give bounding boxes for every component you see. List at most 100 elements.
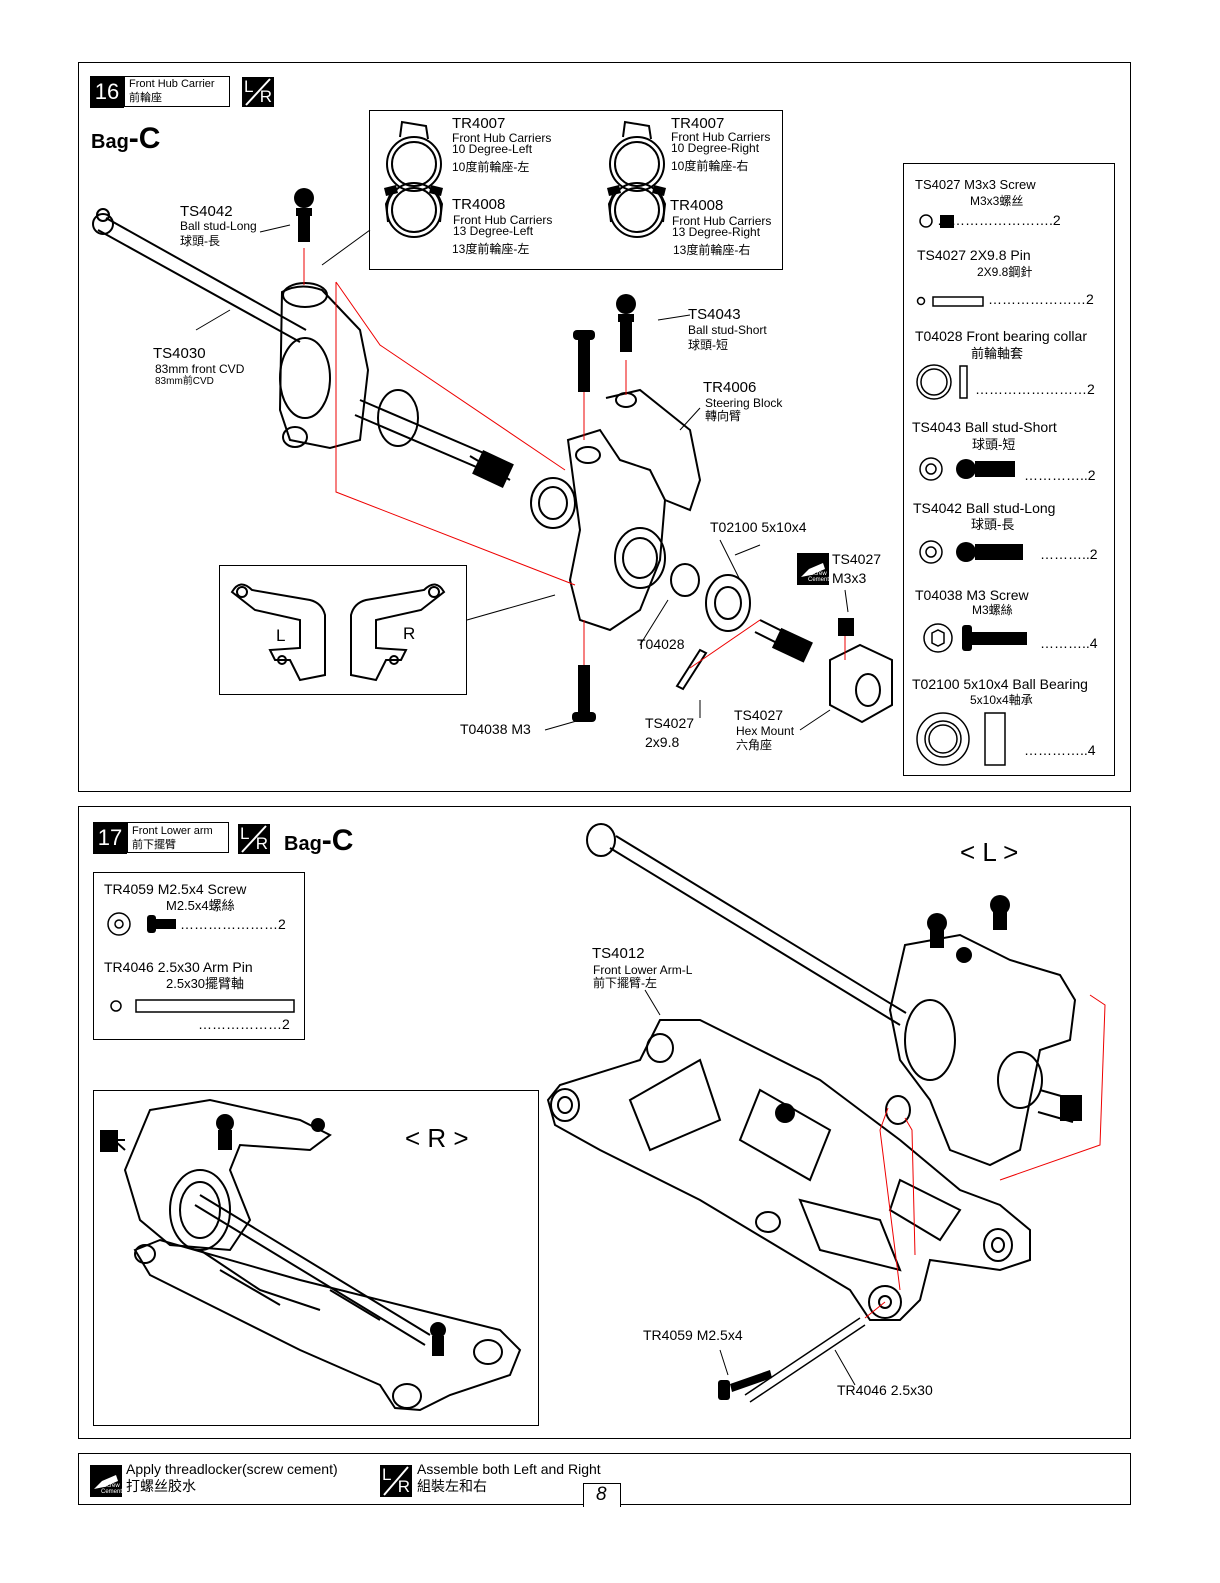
tr4007-left-code: TR4007 bbox=[452, 115, 506, 132]
ts4012-callout-desc: Front Lower Arm-L bbox=[593, 963, 693, 977]
part-name: TR4059 M2.5x4 Screw bbox=[104, 881, 247, 897]
ts4030-callout-cn: 83mm前CVD bbox=[155, 376, 214, 387]
step-title-en: Front Lower arm bbox=[132, 825, 213, 837]
inset-left-label: L bbox=[276, 626, 286, 645]
tr4006-callout-code: TR4006 bbox=[703, 379, 757, 396]
tr4007-left-cn: 10度前輪座-左 bbox=[452, 160, 530, 174]
part-name: T04028 Front bearing collar bbox=[915, 328, 1087, 344]
step-title-box: Front Lower arm 前下擺臂 bbox=[127, 822, 229, 853]
tr4007-right-degree: 10 Degree-Right bbox=[671, 141, 760, 155]
part-name: TS4027 M3x3 Screw bbox=[915, 177, 1036, 192]
tr4007-left-degree: 10 Degree-Left bbox=[452, 142, 533, 156]
part-quantity: …………..4 bbox=[1024, 742, 1096, 758]
ts4042-callout-desc: Ball stud-Long bbox=[180, 219, 257, 233]
part-cn: M3x3螺丝 bbox=[970, 194, 1024, 208]
part-name: T04038 M3 Screw bbox=[915, 587, 1029, 603]
step-16-parts-list bbox=[903, 163, 1115, 776]
ts4030-callout-desc: 83mm front CVD bbox=[155, 362, 245, 376]
step-16-frame bbox=[78, 62, 1131, 792]
ts4027-hex-callout-cn: 六角座 bbox=[736, 738, 773, 752]
screw-cement-icon: Screw Cement bbox=[90, 1465, 122, 1497]
screw-cement-legend: Apply threadlocker(screw cement) bbox=[126, 1461, 338, 1477]
step-17-frame bbox=[78, 806, 1131, 1439]
part-name: TS4042 Ball stud-Long bbox=[913, 500, 1056, 516]
ts4012-callout-code: TS4012 bbox=[592, 945, 645, 962]
part-quantity: …………………2 bbox=[988, 291, 1094, 307]
tr4007-left-desc: Front Hub Carriers bbox=[452, 131, 552, 145]
part-name: TS4043 Ball stud-Short bbox=[912, 419, 1057, 435]
part-quantity: …………..2 bbox=[1024, 467, 1096, 483]
ts4027-pin-callout-size: 2x9.8 bbox=[645, 734, 680, 750]
ts4027-screw-callout-code: TS4027 bbox=[832, 551, 882, 567]
right-view-panel bbox=[93, 1090, 539, 1426]
ts4043-callout-cn: 球頭-短 bbox=[688, 338, 728, 352]
tr4007-right-desc: Front Hub Carriers bbox=[671, 130, 771, 144]
part-quantity: ……………………2 bbox=[975, 381, 1095, 397]
tr4008-left-degree: 13 Degree-Left bbox=[453, 224, 534, 238]
part-quantity: …………………….2 bbox=[937, 212, 1061, 228]
part-cn: 2X9.8鋼針 bbox=[977, 265, 1033, 279]
ts4027-screw-callout-size: M3x3 bbox=[832, 570, 867, 586]
inset-right-label: R bbox=[403, 624, 416, 643]
tr4008-left-desc: Front Hub Carriers bbox=[453, 213, 553, 227]
step-title-en: Front Hub Carrier bbox=[129, 78, 215, 90]
tr4046-callout: TR4046 2.5x30 bbox=[837, 1382, 933, 1398]
tr4007-right-code: TR4007 bbox=[671, 115, 725, 132]
part-cn: 5x10x4軸承 bbox=[970, 693, 1033, 707]
step-17-parts-list bbox=[93, 872, 305, 1040]
part-name: T02100 5x10x4 Ball Bearing bbox=[912, 676, 1088, 692]
step-title-cn: 前下擺臂 bbox=[132, 839, 176, 851]
tr4008-right-desc: Front Hub Carriers bbox=[672, 214, 772, 228]
bag-label: Bag-C bbox=[284, 824, 354, 857]
step-title-box: Front Hub Carrier 前輪座 bbox=[124, 76, 230, 107]
part-cn: 2.5x30擺臂軸 bbox=[166, 976, 245, 991]
ts4027-hex-callout-code: TS4027 bbox=[734, 707, 784, 723]
ts4027-pin-callout-code: TS4027 bbox=[645, 715, 695, 731]
part-quantity: ………..2 bbox=[1040, 546, 1098, 562]
ts4027-hex-callout-desc: Hex Mount bbox=[736, 724, 795, 738]
part-name: TR4046 2.5x30 Arm Pin bbox=[104, 959, 253, 975]
tr4006-callout-desc: Steering Block bbox=[705, 396, 783, 410]
ts4042-callout-cn: 球頭-長 bbox=[180, 234, 220, 248]
tr4008-right-degree: 13 Degree-Right bbox=[672, 225, 761, 239]
part-cn: 前輪軸套 bbox=[971, 346, 1024, 361]
screw-cement-icon: Screw Cement bbox=[797, 553, 829, 585]
part-cn: 球頭-短 bbox=[972, 437, 1016, 452]
tr4059-callout: TR4059 M2.5x4 bbox=[643, 1327, 743, 1343]
part-quantity: ………………2 bbox=[198, 1016, 290, 1032]
ts4012-callout-cn: 前下擺臂-左 bbox=[593, 976, 657, 990]
tr4008-left-cn: 13度前輪座-左 bbox=[452, 242, 530, 256]
left-right-legend-cn: 組裝左和右 bbox=[417, 1478, 487, 1494]
t04038-callout: T04038 M3 bbox=[460, 721, 531, 737]
left-right-legend: Assemble both Left and Right bbox=[417, 1461, 601, 1477]
tr4008-left-code: TR4008 bbox=[452, 196, 506, 213]
bag-label: Bag-C bbox=[91, 122, 161, 155]
t04028-callout: T04028 bbox=[637, 636, 685, 652]
step-title-cn: 前輪座 bbox=[129, 92, 162, 104]
tr4008-right-cn: 13度前輪座-右 bbox=[673, 243, 751, 257]
page-number-box bbox=[583, 1483, 621, 1507]
part-cn: 球頭-長 bbox=[971, 517, 1015, 532]
left-view-label: < L > bbox=[960, 837, 1019, 867]
ts4030-callout-code: TS4030 bbox=[153, 345, 206, 362]
right-view-label: < R > bbox=[405, 1123, 469, 1153]
tr4008-right-code: TR4008 bbox=[670, 197, 724, 214]
part-quantity: …………………2 bbox=[180, 916, 286, 932]
ts4043-callout-desc: Ball stud-Short bbox=[688, 323, 767, 337]
tr4006-callout-cn: 轉向臂 bbox=[705, 409, 742, 423]
step-number: 16 bbox=[90, 76, 124, 108]
step-number: 17 bbox=[93, 822, 127, 854]
ts4043-callout-code: TS4043 bbox=[688, 306, 741, 323]
ts4042-callout-code: TS4042 bbox=[180, 203, 233, 220]
lr-variant-inset bbox=[219, 565, 467, 695]
part-quantity: ………..4 bbox=[1040, 635, 1098, 651]
part-name: TS4027 2X9.8 Pin bbox=[917, 247, 1031, 263]
screw-cement-legend-cn: 打螺丝胶水 bbox=[126, 1478, 196, 1494]
tr4007-right-cn: 10度前輪座-右 bbox=[671, 159, 749, 173]
part-cn: M3螺絲 bbox=[972, 603, 1013, 617]
part-cn: M2.5x4螺絲 bbox=[166, 898, 235, 913]
page-number: 8 bbox=[596, 1484, 607, 1505]
